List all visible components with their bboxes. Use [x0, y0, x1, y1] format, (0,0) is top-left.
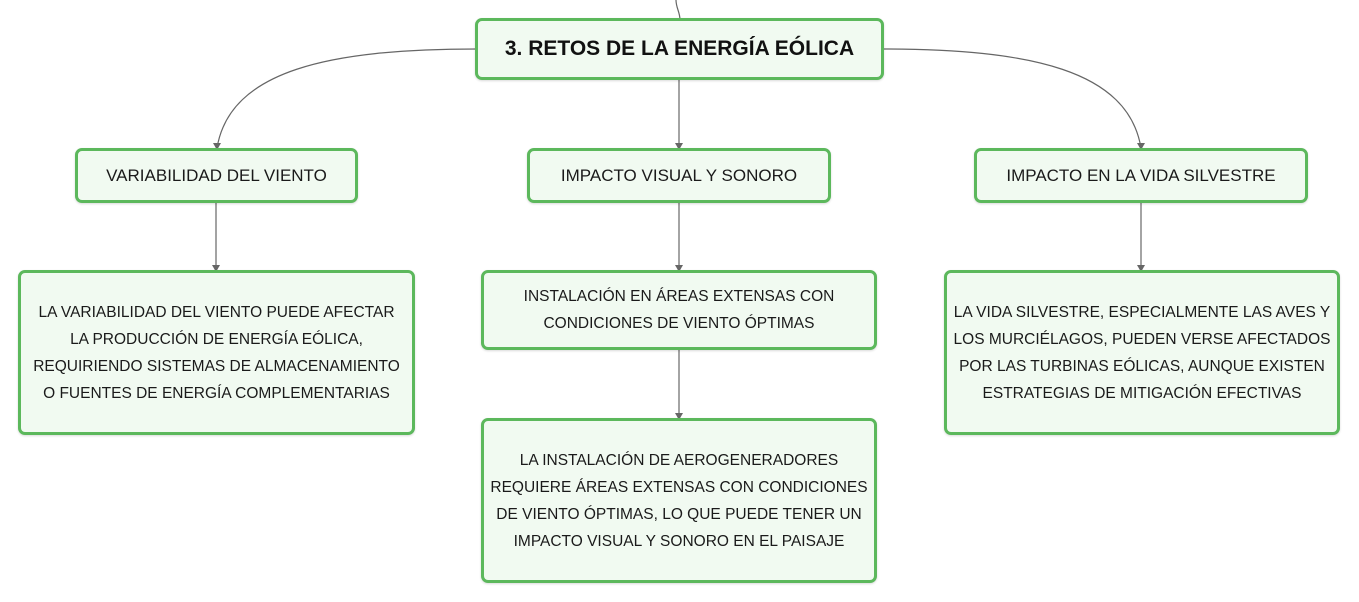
arrowhead-vida-silvestre	[1137, 143, 1145, 150]
topic-label: IMPACTO EN LA VIDA SILVESTRE	[1006, 165, 1276, 185]
detail-text: LA VIDA SILVESTRE, ESPECIALMENTE LAS AVE…	[953, 303, 1331, 402]
root-node[interactable]: 3. RETOS DE LA ENERGÍA EÓLICA	[475, 18, 884, 80]
root-title: 3. RETOS DE LA ENERGÍA EÓLICA	[504, 37, 855, 60]
arrowhead-vida-silvestre-detail	[1137, 265, 1145, 272]
arrowhead-variabilidad-detail	[212, 265, 220, 272]
detail-text: LA INSTALACIÓN DE AEROGENERADORES REQUIE…	[490, 451, 868, 550]
topic-label: VARIABILIDAD DEL VIENTO	[106, 165, 327, 185]
arrowhead-impacto-visual	[675, 143, 683, 150]
arrowhead-detail-2	[675, 413, 683, 420]
topic-node-variabilidad[interactable]: VARIABILIDAD DEL VIENTO	[75, 148, 358, 203]
detail-text: INSTALACIÓN EN ÁREAS EXTENSAS CON CONDIC…	[523, 288, 835, 332]
connector-root-to-variabilidad	[216, 48, 478, 149]
detail-text: LA VARIABILIDAD DEL VIENTO PUEDE AFECTAR…	[33, 303, 400, 402]
arrowhead-variabilidad	[213, 143, 221, 150]
topic-node-impacto-visual[interactable]: IMPACTO VISUAL Y SONORO	[527, 148, 831, 203]
connector-root-to-vida-silvestre	[881, 48, 1142, 149]
detail-node-impacto-visual-1[interactable]: INSTALACIÓN EN ÁREAS EXTENSAS CON CONDIC…	[481, 270, 877, 350]
connector-incoming	[675, 0, 681, 21]
detail-node-impacto-visual-2[interactable]: LA INSTALACIÓN DE AEROGENERADORES REQUIE…	[481, 418, 877, 583]
detail-node-vida-silvestre[interactable]: LA VIDA SILVESTRE, ESPECIALMENTE LAS AVE…	[944, 270, 1340, 435]
topic-node-vida-silvestre[interactable]: IMPACTO EN LA VIDA SILVESTRE	[974, 148, 1308, 203]
detail-node-variabilidad[interactable]: LA VARIABILIDAD DEL VIENTO PUEDE AFECTAR…	[18, 270, 415, 435]
arrowhead-impacto-visual-detail	[675, 265, 683, 272]
topic-label: IMPACTO VISUAL Y SONORO	[560, 165, 798, 185]
